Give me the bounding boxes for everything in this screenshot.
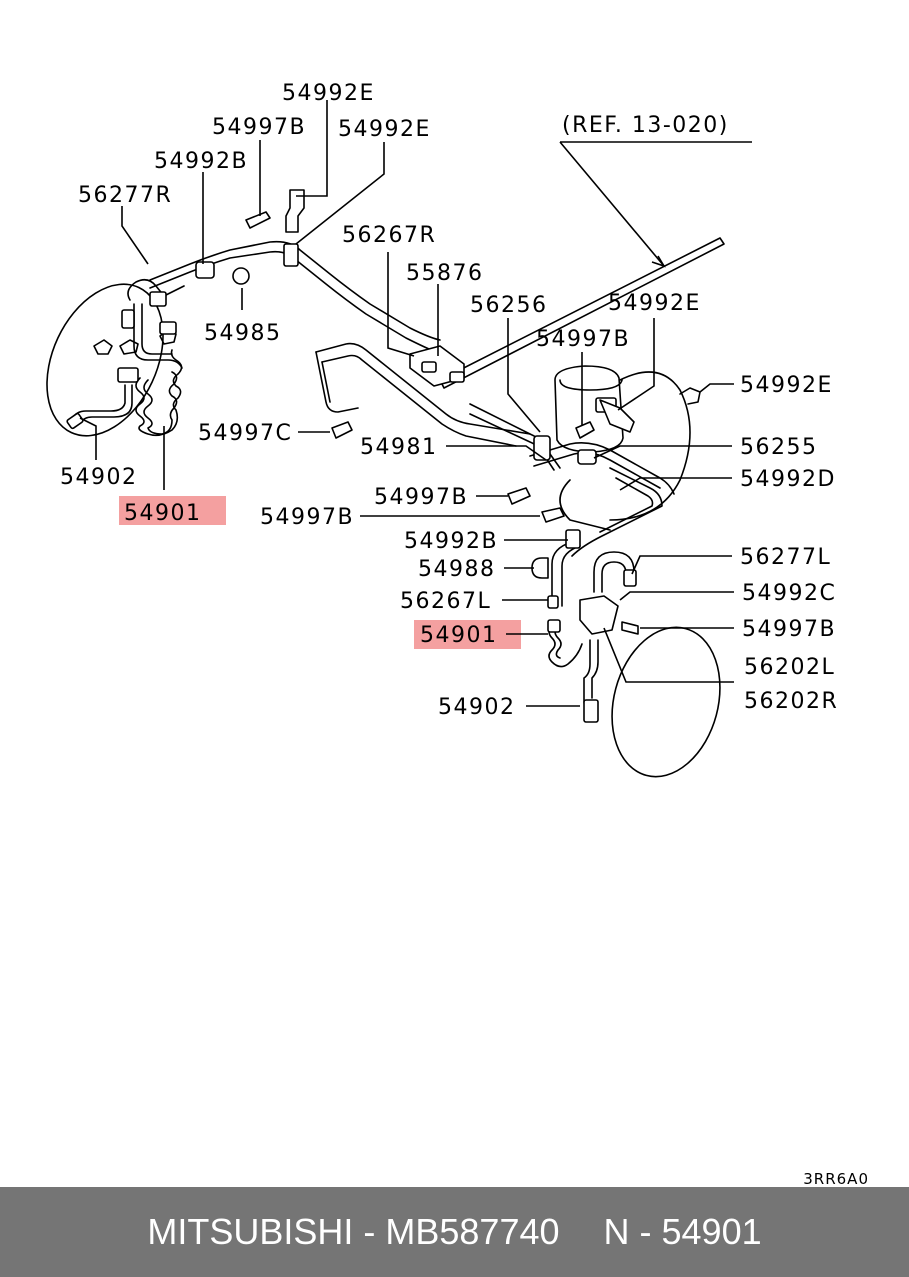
label-54901-right: 54901 bbox=[420, 623, 498, 648]
highlight-54901-right bbox=[414, 620, 521, 649]
footer-separator: - bbox=[353, 1211, 386, 1252]
label-54992C: 54992C bbox=[742, 581, 836, 606]
label-54988: 54988 bbox=[418, 557, 496, 582]
brake-line-diagram: (REF. 13-020) 54992E 54997B 54992E 54992… bbox=[46, 81, 838, 778]
left-brake-assembly bbox=[46, 278, 185, 437]
label-56256: 56256 bbox=[470, 293, 548, 318]
highlight-54901-left bbox=[119, 496, 226, 525]
label-54992E-mid: 54992E bbox=[608, 291, 701, 316]
part-number: MB587740 bbox=[385, 1211, 560, 1252]
brand-name: MITSUBISHI bbox=[147, 1211, 354, 1252]
leader-lines bbox=[79, 100, 752, 707]
footer-separator-2: - bbox=[629, 1211, 662, 1252]
label-54992E-top2: 54992E bbox=[338, 117, 431, 142]
label-54997B-right: 54997B bbox=[742, 617, 836, 642]
label-56277L: 56277L bbox=[740, 545, 831, 570]
footer-bar: MITSUBISHI - MB587740 N - 54901 bbox=[0, 1187, 909, 1277]
label-54997B-mid: 54997B bbox=[536, 327, 630, 352]
label-56267R: 56267R bbox=[342, 223, 436, 248]
label-54992E-top: 54992E bbox=[282, 81, 375, 106]
label-54992B-top: 54992B bbox=[154, 149, 248, 174]
ref-prefix: N bbox=[603, 1211, 630, 1252]
label-54992E-right: 54992E bbox=[740, 373, 833, 398]
label-54997B-top: 54997B bbox=[212, 115, 306, 140]
label-54997B-center1: 54997B bbox=[374, 485, 468, 510]
label-54901-left: 54901 bbox=[124, 501, 202, 526]
label-54992D: 54992D bbox=[740, 467, 836, 492]
label-54997B-center2: 54997B bbox=[260, 505, 354, 530]
drawing-code: 3RR6A0 bbox=[803, 1170, 869, 1188]
ref-label: (REF. 13-020) bbox=[562, 113, 729, 138]
label-54981: 54981 bbox=[360, 435, 438, 460]
label-54902-right: 54902 bbox=[438, 695, 516, 720]
ref-number: 54901 bbox=[661, 1211, 762, 1252]
label-55876: 55876 bbox=[406, 261, 484, 286]
upper-brake-pipe bbox=[149, 189, 441, 353]
label-56202R: 56202R bbox=[744, 689, 838, 714]
label-56255: 56255 bbox=[740, 435, 818, 460]
label-56202L: 56202L bbox=[744, 655, 835, 680]
label-54985: 54985 bbox=[204, 321, 282, 346]
center-valve-assembly bbox=[315, 237, 725, 557]
label-54992B-center: 54992B bbox=[404, 529, 498, 554]
label-54997C: 54997C bbox=[198, 421, 292, 446]
label-56277R: 56277R bbox=[78, 183, 172, 208]
part-labels: (REF. 13-020) 54992E 54997B 54992E 54992… bbox=[60, 81, 838, 720]
label-56267L: 56267L bbox=[400, 589, 491, 614]
label-54902-left: 54902 bbox=[60, 465, 138, 490]
